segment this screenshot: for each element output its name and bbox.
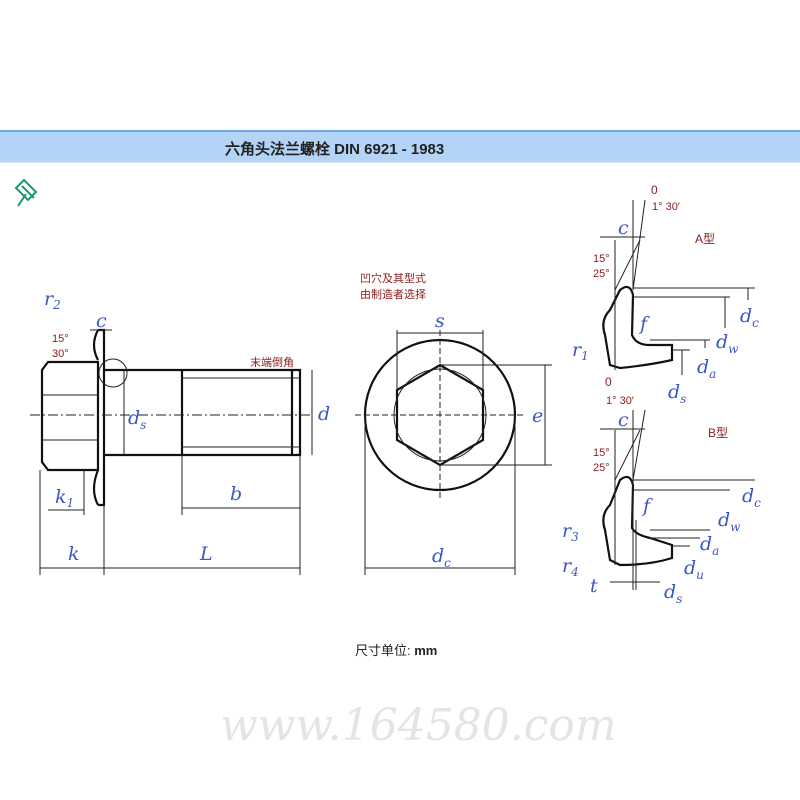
b-label-c: c xyxy=(618,409,629,431)
pin-icon[interactable] xyxy=(12,178,42,213)
b-label-r3: r3 xyxy=(562,520,579,544)
type-b-detail: 0 1° 30′ c 15° 25° B型 f r3 r4 t dc dw da… xyxy=(562,375,761,606)
label-s: s xyxy=(435,310,445,332)
label-dc: dc xyxy=(432,545,451,570)
b-title: B型 xyxy=(708,426,728,440)
b-label-dc: dc xyxy=(742,485,761,510)
watermark: www.164580.com xyxy=(220,700,617,751)
b-angle-15: 15° xyxy=(593,447,610,459)
b-label-dw: dw xyxy=(718,509,741,534)
recess-note-1: 凹穴及其型式 xyxy=(360,271,426,285)
label-L: L xyxy=(199,543,213,565)
b-zero: 0 xyxy=(605,375,612,389)
title-bar: 六角头法兰螺栓 DIN 6921 - 1983 xyxy=(0,130,800,163)
label-ds: ds xyxy=(128,407,146,432)
page-title: 六角头法兰螺栓 DIN 6921 - 1983 xyxy=(225,141,445,158)
chamfer-note: 末端倒角 xyxy=(250,355,294,369)
angle-30: 30° xyxy=(52,348,69,360)
b-label-f: f xyxy=(641,495,653,517)
a-label-dw: dw xyxy=(716,331,739,356)
unit-note: 尺寸单位: mm xyxy=(355,640,437,659)
b-label-da: da xyxy=(700,533,719,558)
angle-15: 15° xyxy=(52,333,69,345)
label-e: e xyxy=(532,405,543,427)
b-angle: 1° 30′ xyxy=(606,395,634,407)
b-label-du: du xyxy=(684,557,704,582)
label-b: b xyxy=(230,483,242,505)
a-angle: 1° 30′ xyxy=(652,201,680,213)
unit-value: mm xyxy=(414,643,438,658)
b-label-ds: ds xyxy=(664,581,682,606)
label-k1: k1 xyxy=(55,486,74,510)
a-label-f: f xyxy=(638,313,650,335)
b-label-t: t xyxy=(590,575,598,597)
type-a-detail: 0 1° 30′ c 15° 25° A型 f r1 dc dw da ds xyxy=(572,183,759,406)
a-angle-25: 25° xyxy=(593,268,610,280)
recess-note-2: 由制造者选择 xyxy=(360,287,426,301)
a-angle-15: 15° xyxy=(593,253,610,265)
label-r2: r2 xyxy=(44,288,61,312)
b-angle-25: 25° xyxy=(593,462,610,474)
b-label-r4: r4 xyxy=(562,555,579,579)
unit-label: 尺寸单位: xyxy=(355,643,415,658)
label-d: d xyxy=(318,403,330,425)
a-label-c: c xyxy=(618,217,629,239)
a-label-dc: dc xyxy=(740,305,759,330)
a-label-r1: r1 xyxy=(572,339,589,363)
side-view: r2 c 15° 30° ds d k1 b k L 末端倒角 xyxy=(30,288,330,575)
end-view: s e dc 凹穴及其型式 由制造者选择 xyxy=(355,271,552,575)
label-c: c xyxy=(96,310,107,332)
a-title: A型 xyxy=(695,232,715,246)
label-k: k xyxy=(68,543,80,565)
a-label-ds: ds xyxy=(668,381,686,406)
a-label-da: da xyxy=(697,356,716,381)
a-zero: 0 xyxy=(651,183,658,197)
